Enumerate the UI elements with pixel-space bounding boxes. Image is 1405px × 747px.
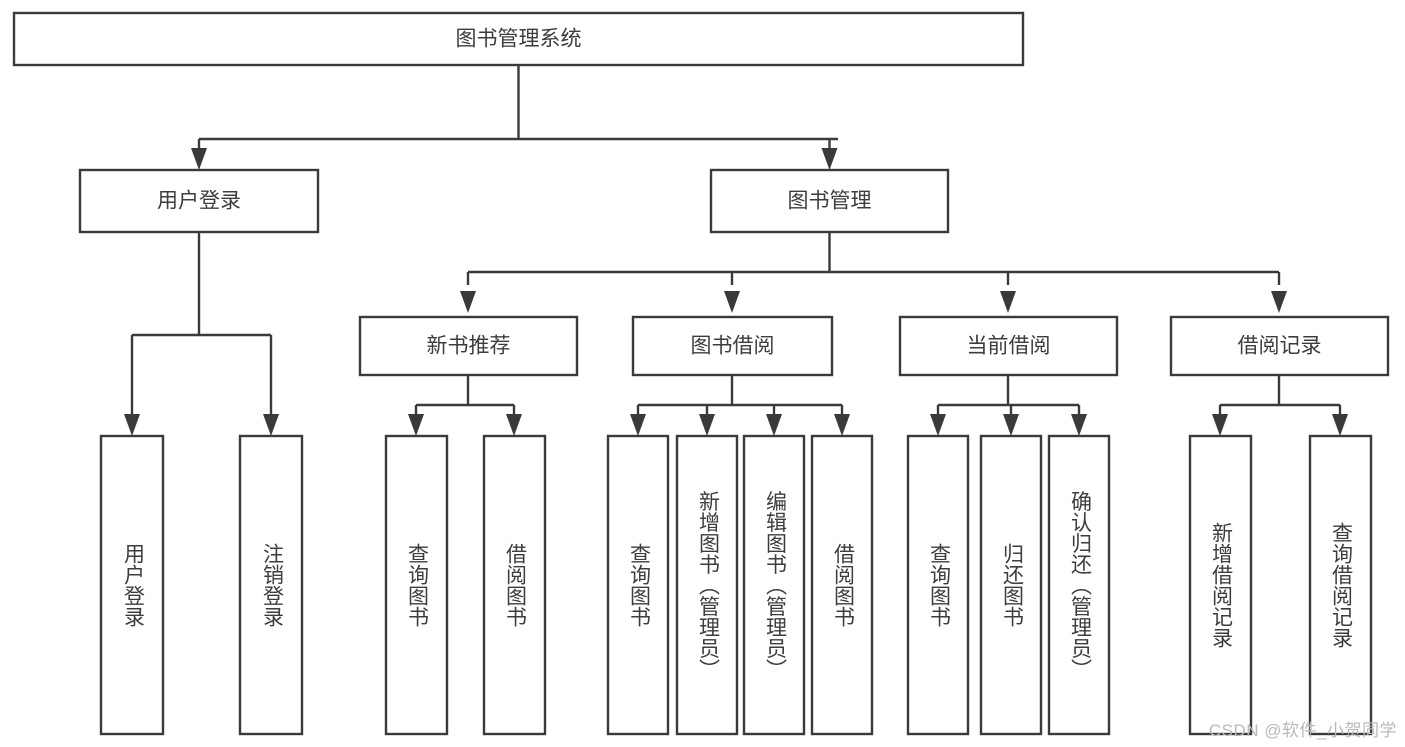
leaf-book-borrow-query-box [606, 434, 670, 736]
leaf-new-book-query-label: 查询图书 [405, 543, 429, 627]
leaf-node-current-borrow-confirm-return[interactable]: 确认归还（管理员） [1047, 434, 1111, 736]
leaf-node-book-borrow-query[interactable]: 查询图书 [606, 434, 670, 736]
node-current-borrow-label: 当前借阅 [967, 335, 1051, 358]
leaf-current-borrow-confirm-return-label: 确认归还（管理员） [1068, 491, 1092, 680]
leaf-node-user-login-logout[interactable]: 注销登录 [238, 434, 304, 736]
node-root-book-management-system[interactable]: 图书管理系统 [12, 11, 1025, 67]
node-book-borrow-box [631, 315, 834, 377]
leaf-user-login-logout-label: 注销登录 [260, 543, 284, 627]
node-user-login-label: 用户登录 [157, 190, 241, 213]
node-borrow-record[interactable]: 借阅记录 [1169, 315, 1390, 377]
leaf-node-book-borrow-add[interactable]: 新增图书（管理员） [675, 434, 739, 736]
arrowhead-leaf-book-borrow-2 [699, 414, 715, 436]
node-new-book-recommend-label: 新书推荐 [427, 335, 511, 358]
node-book-borrow-label: 图书借阅 [691, 335, 775, 358]
leaf-book-borrow-query-label: 查询图书 [627, 543, 651, 627]
leaf-node-user-login-login[interactable]: 用户登录 [99, 434, 165, 736]
arrowhead-leaf-new-book-1 [408, 414, 424, 436]
leaf-borrow-record-add-box [1188, 434, 1253, 736]
node-new-book-recommend-box [358, 315, 579, 377]
node-borrow-record-label: 借阅记录 [1238, 335, 1322, 358]
leaf-user-login-login-label: 用户登录 [121, 543, 145, 627]
leaf-book-borrow-borrow-label: 借阅图书 [831, 543, 855, 627]
leaf-new-book-borrow-label: 借阅图书 [503, 543, 527, 627]
arrowhead-leaf-user-login-2 [263, 414, 279, 436]
arrowhead-user-login [191, 148, 207, 170]
arrowhead-leaf-borrow-record-2 [1332, 414, 1348, 436]
arrowhead-book-mgmt [821, 148, 838, 170]
arrowhead-leaf-borrow-record-1 [1212, 414, 1228, 436]
node-current-borrow[interactable]: 当前借阅 [898, 315, 1119, 377]
node-book-management[interactable]: 图书管理 [709, 168, 950, 234]
arrowhead-leaf-book-borrow-3 [766, 414, 782, 436]
arrowhead-leaf-book-borrow-1 [630, 414, 646, 436]
leaf-current-borrow-confirm-return-box [1047, 434, 1111, 736]
leaf-node-book-borrow-borrow[interactable]: 借阅图书 [810, 434, 874, 736]
leaf-node-new-book-borrow[interactable]: 借阅图书 [482, 434, 547, 736]
node-current-borrow-box [898, 315, 1119, 377]
leaf-node-borrow-record-query[interactable]: 查询借阅记录 [1308, 434, 1373, 736]
leaf-new-book-query-box [384, 434, 449, 736]
node-book-management-box [709, 168, 950, 234]
node-root-box [12, 11, 1025, 67]
leaf-user-login-logout-box [238, 434, 304, 736]
leaf-book-borrow-borrow-box [810, 434, 874, 736]
leaf-current-borrow-return-box [979, 434, 1043, 736]
leaf-borrow-record-add-label: 新增借阅记录 [1209, 522, 1233, 648]
arrowhead-leaf-current-borrow-2 [1003, 414, 1019, 436]
leaf-node-borrow-record-add[interactable]: 新增借阅记录 [1188, 434, 1253, 736]
leaf-node-current-borrow-return[interactable]: 归还图书 [979, 434, 1043, 736]
node-borrow-record-box [1169, 315, 1390, 377]
node-book-borrow[interactable]: 图书借阅 [631, 315, 834, 377]
node-user-login-box [78, 168, 320, 234]
leaf-node-current-borrow-query[interactable]: 查询图书 [906, 434, 970, 736]
leaf-user-login-login-box [99, 434, 165, 736]
connector-layer [124, 65, 1348, 436]
leaf-current-borrow-return-label: 归还图书 [1000, 543, 1024, 627]
leaf-new-book-borrow-box [482, 434, 547, 736]
leaf-book-borrow-add-label: 新增图书（管理员） [696, 491, 720, 680]
leaf-current-borrow-query-box [906, 434, 970, 736]
node-book-management-label: 图书管理 [788, 190, 872, 213]
node-new-book-recommend[interactable]: 新书推荐 [358, 315, 579, 377]
node-root-label: 图书管理系统 [456, 28, 582, 51]
leaf-current-borrow-query-label: 查询图书 [927, 543, 951, 627]
arrowhead-borrow-record [1271, 291, 1287, 313]
leaf-node-new-book-query[interactable]: 查询图书 [384, 434, 449, 736]
leaf-borrow-record-query-box [1308, 434, 1373, 736]
leaf-book-borrow-add-box [675, 434, 739, 736]
leaf-book-borrow-edit-box [742, 434, 806, 736]
arrowhead-leaf-current-borrow-1 [930, 414, 946, 436]
leaf-node-book-borrow-edit[interactable]: 编辑图书（管理员） [742, 434, 806, 736]
arrowhead-new-book-recommend [460, 291, 476, 313]
arrowhead-leaf-book-borrow-4 [834, 414, 850, 436]
leaf-borrow-record-query-label: 查询借阅记录 [1329, 522, 1353, 648]
leaf-book-borrow-edit-label: 编辑图书（管理员） [763, 491, 787, 680]
arrowhead-current-borrow [1000, 291, 1016, 313]
arrowhead-leaf-current-borrow-3 [1071, 414, 1087, 436]
arrowhead-leaf-user-login-1 [124, 414, 140, 436]
node-user-login[interactable]: 用户登录 [78, 168, 320, 234]
arrowhead-book-borrow [724, 291, 740, 313]
arrowhead-leaf-new-book-2 [506, 414, 522, 436]
